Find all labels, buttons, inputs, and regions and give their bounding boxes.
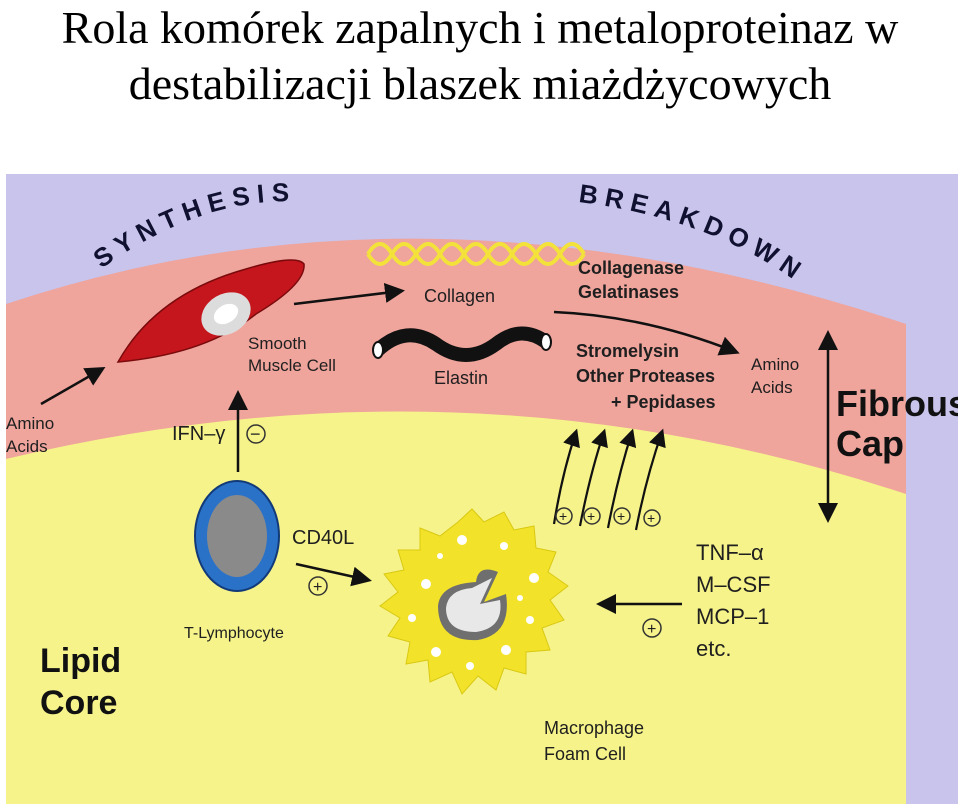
inhibition-sign-circle [246,424,266,444]
collagen-label: Collagen [424,286,495,306]
t-lymphocyte-label: T-Lymphocyte [184,625,284,642]
slide-title-line-1: Rola komórek zapalnych i metaloproteinaz… [61,2,899,53]
secretion-arrows [552,428,666,531]
cd40l-label: CD40L [292,527,354,549]
svg-text:+: + [587,508,595,524]
t-lymphocyte-cell [194,480,280,592]
cytokines-plus-circle [642,618,662,638]
elastin-label: Elastin [434,368,488,388]
amino-acids-left-label: Amino Acids [6,414,59,456]
smooth-muscle-cell-label: Smooth Muscle Cell [248,334,336,375]
macrophage-foam-cell [379,508,569,695]
enzymes-top-label: Collagenase Gelatinases [578,258,689,302]
elastin-fiber [372,326,552,362]
collagen-fiber [366,242,586,266]
cytokines-label: TNF–α M–CSF MCP–1 etc. [696,540,777,661]
inhibition-sign: − [250,424,261,444]
arrow-breakdown [553,310,740,356]
ifn-gamma-label: IFN–γ [172,423,225,445]
arrow-amino-to-smc [40,367,106,406]
cd40l-plus-sign: + [313,579,322,596]
amino-acids-right-label: Amino Acids [751,355,804,397]
plaque-diagram: SYNTHESIS BREAKDOWN Smooth Muscle Cell A… [6,174,958,804]
lipid-core-label: Lipid Core [40,642,131,722]
arrow-smc-to-collagen [293,283,405,306]
svg-text:+: + [617,508,625,524]
fibrous-cap-label: Fibrous Cap [836,383,958,464]
slide-title: Rola komórek zapalnych i metaloproteinaz… [0,0,960,112]
plaque-diagram-svg: SYNTHESIS BREAKDOWN Smooth Muscle Cell A… [6,174,958,804]
cytokines-plus-sign: + [647,621,656,638]
secretion-plus-signs: + + + + [555,507,661,527]
svg-text:+: + [559,508,567,524]
macrophage-label: Macrophage Foam Cell [544,718,649,764]
svg-text:+: + [647,510,655,526]
enzymes-bottom-label: Stromelysin Other Proteases + Pepidases [576,341,720,412]
slide-title-line-2: destabilizacji blaszek miażdżycowych [128,58,832,109]
arrow-cd40l [295,562,372,587]
smooth-muscle-cell [116,259,305,363]
cd40l-plus-circle [308,576,328,596]
